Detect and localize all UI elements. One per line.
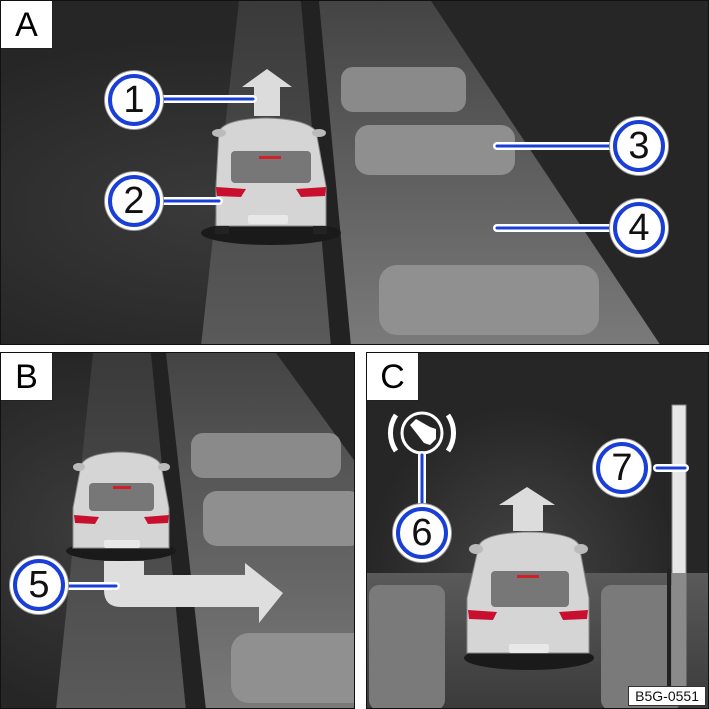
- callout-5: 5: [10, 556, 68, 614]
- lateral-parking-arrow: [104, 561, 283, 623]
- callout-number: 1: [108, 74, 160, 126]
- parking-space: [341, 67, 466, 112]
- callout-number: 7: [596, 442, 648, 494]
- panel-label-a: A: [1, 1, 53, 49]
- vehicle: [464, 531, 594, 670]
- panel-b-scene: [1, 353, 354, 708]
- panel-b: B 5: [0, 352, 355, 709]
- reference-code: B5G-0551: [628, 686, 706, 706]
- panel-c-scene: [367, 353, 708, 708]
- callout-number: 2: [108, 175, 160, 227]
- panel-a: A 1 2 3 4: [0, 0, 709, 345]
- parking-space: [203, 491, 354, 546]
- panel-c: C 6 7 B5G-0551: [366, 352, 709, 709]
- callout-number: 5: [13, 559, 65, 611]
- parking-space: [355, 125, 515, 175]
- parking-space: [191, 433, 341, 478]
- panel-a-scene: [1, 1, 708, 344]
- forward-arrow: [242, 69, 292, 116]
- callout-4: 4: [610, 199, 668, 257]
- callout-number: 6: [396, 507, 448, 559]
- parking-space: [379, 265, 599, 335]
- forward-arrow: [499, 487, 555, 531]
- callout-number: 4: [613, 202, 665, 254]
- callout-6: 6: [393, 504, 451, 562]
- callout-2: 2: [105, 172, 163, 230]
- parking-space: [369, 585, 445, 708]
- panel-label-b: B: [1, 353, 53, 401]
- parking-space: [231, 633, 354, 703]
- vehicle: [201, 117, 341, 245]
- callout-7: 7: [593, 439, 651, 497]
- parking-space: [601, 585, 681, 708]
- callout-1: 1: [105, 71, 163, 129]
- panel-label-c: C: [367, 353, 419, 401]
- callout-3: 3: [610, 117, 668, 175]
- vehicle: [66, 451, 176, 561]
- callout-number: 3: [613, 120, 665, 172]
